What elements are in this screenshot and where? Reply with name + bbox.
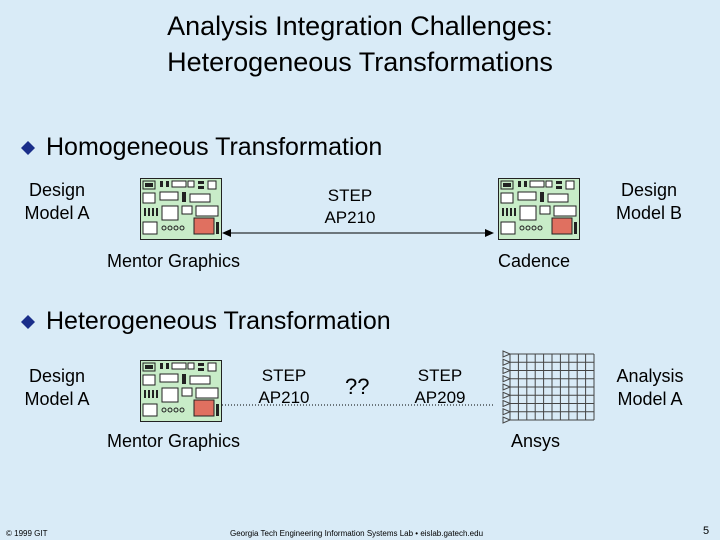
unknown-transformation: ?? <box>345 374 370 399</box>
support-triangle <box>502 416 512 424</box>
circuit-board-icon <box>498 178 580 245</box>
heterogeneous-left-tool: Mentor Graphics <box>107 431 241 451</box>
dotted-connector <box>222 404 494 406</box>
heterogeneous-right-step-line1: STEP <box>417 366 463 385</box>
homogeneous-left-model-line1: Design <box>28 180 86 200</box>
homogeneous-left-model-line2: Model A <box>24 203 90 223</box>
heterogeneous-heading: Heterogeneous Transformation <box>46 307 391 335</box>
support-triangle <box>502 350 512 358</box>
support-triangle <box>502 383 512 391</box>
heterogeneous-right-model-label: Analysis Model A <box>604 365 696 411</box>
circuit-board-icon <box>140 178 222 245</box>
support-triangle <box>502 399 512 408</box>
homogeneous-step-line1: STEP <box>327 186 373 205</box>
heterogeneous-left-model-line2: Model A <box>24 389 90 409</box>
support-triangle <box>502 358 512 367</box>
heterogeneous-right-step-line2: AP209 <box>414 388 466 407</box>
slide-title-line2: Heterogeneous Transformations <box>167 47 553 77</box>
heterogeneous-right-model-line2: Model A <box>617 389 683 409</box>
homogeneous-right-model-line1: Design <box>620 180 678 200</box>
homogeneous-heading: Homogeneous Transformation <box>46 133 383 161</box>
homogeneous-step-line2: AP210 <box>324 208 376 227</box>
homogeneous-left-model-label: Design Model A <box>14 179 100 225</box>
support-triangle <box>502 374 512 383</box>
support-triangle <box>502 407 512 416</box>
footer-copyright: © 1999 GIT <box>6 529 48 538</box>
heterogeneous-left-model-label: Design Model A <box>14 365 100 411</box>
support-triangle <box>502 366 512 375</box>
homogeneous-left-tool: Mentor Graphics <box>107 251 241 271</box>
heterogeneous-right-step-label: STEP AP209 <box>400 365 480 409</box>
heterogeneous-right-tool: Ansys <box>511 431 561 451</box>
transformation-arrow <box>222 229 494 237</box>
heterogeneous-left-step-line2: AP210 <box>258 388 310 407</box>
footer-center: Georgia Tech Engineering Information Sys… <box>230 529 484 538</box>
slide-title: Analysis Integration Challenges: Heterog… <box>0 8 720 80</box>
heterogeneous-left-step-line1: STEP <box>261 366 307 385</box>
homogeneous-right-model-label: Design Model B <box>606 179 692 225</box>
heterogeneous-right-model-line1: Analysis <box>616 366 684 386</box>
fea-mesh-icon <box>502 350 595 424</box>
support-triangle <box>502 391 512 400</box>
homogeneous-right-tool: Cadence <box>498 251 571 271</box>
heterogeneous-left-step-label: STEP AP210 <box>244 365 324 409</box>
heterogeneous-left-model-line1: Design <box>28 366 86 386</box>
circuit-board-icon <box>140 360 222 427</box>
diamond-bullet-icon <box>21 315 35 329</box>
slide-title-line1: Analysis Integration Challenges: <box>167 11 553 41</box>
page-number: 5 <box>703 525 710 537</box>
homogeneous-right-model-line2: Model B <box>615 203 683 223</box>
diamond-bullet-icon <box>21 141 35 155</box>
homogeneous-step-label: STEP AP210 <box>300 185 400 229</box>
